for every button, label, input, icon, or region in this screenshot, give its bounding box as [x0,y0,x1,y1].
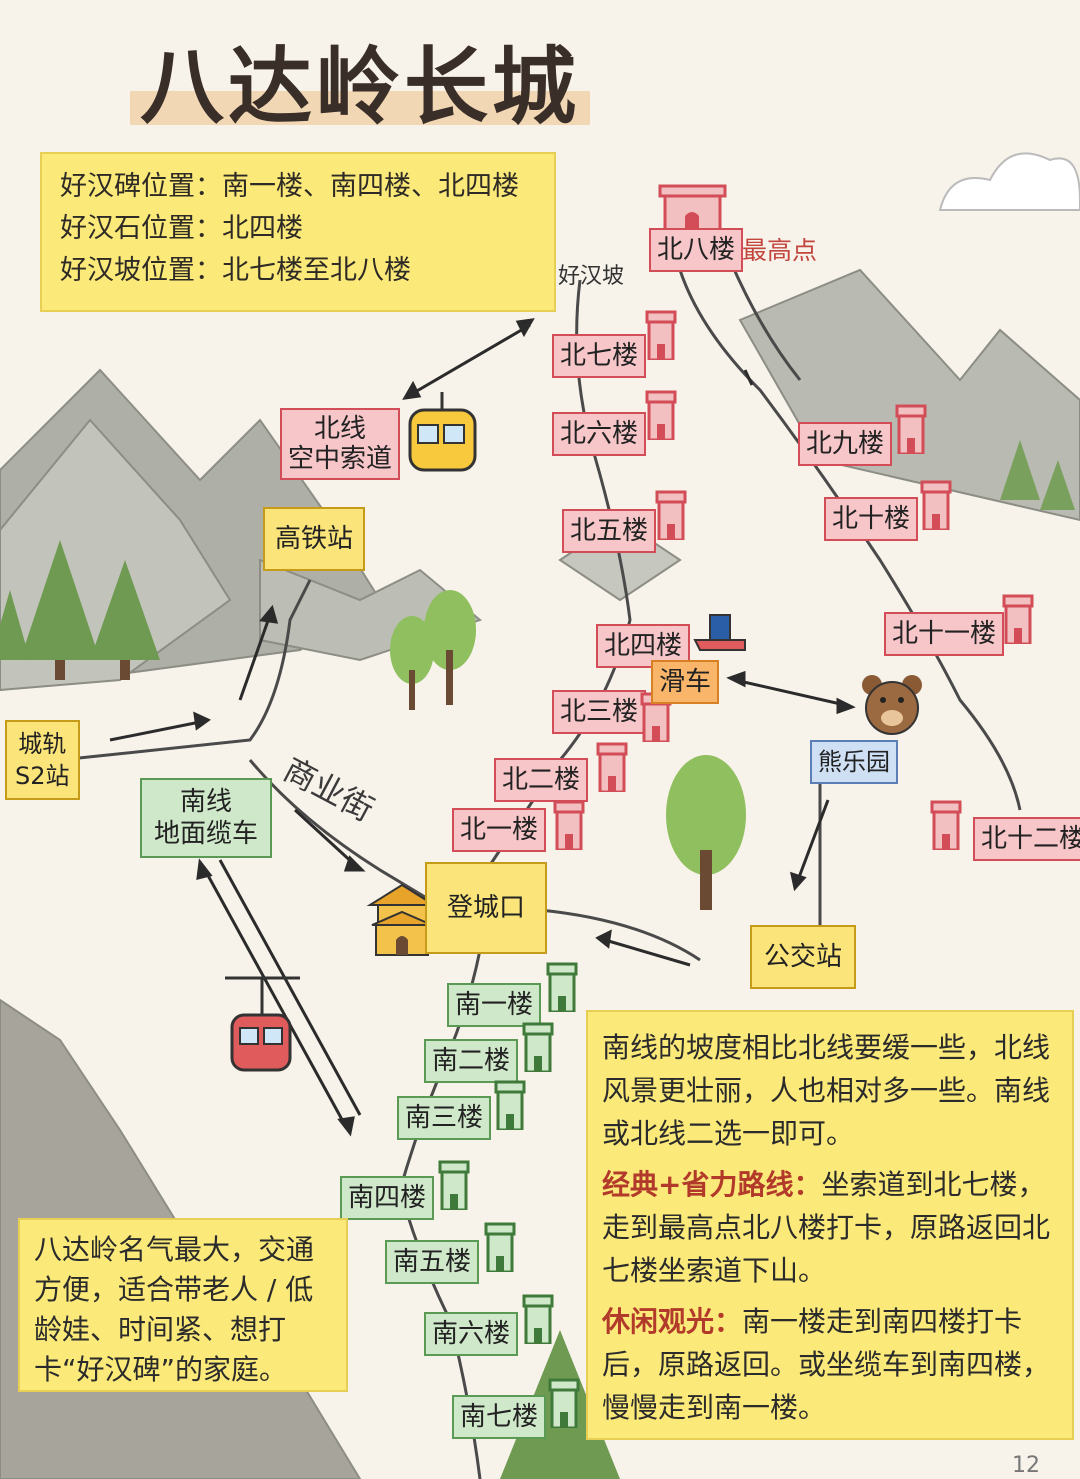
map-title: 八达岭长城 [130,45,591,129]
tower-north-2[interactable]: 北二楼 [494,758,589,802]
tower-south-5[interactable]: 南五楼 [385,1240,480,1284]
highest-tower-icon [658,184,727,233]
south-tower-icon [522,1022,554,1072]
leisure-route: 休闲观光：南一楼走到南四楼打卡后，原路返回。或坐缆车到南四楼，慢慢走到南一楼。 [602,1300,1058,1429]
entrance-label[interactable]: 登城口 [425,862,548,954]
classic-route: 经典+省力路线：坐索道到北七楼，走到最高点北八楼打卡，原路返回北七楼坐索道下山。 [602,1163,1058,1292]
tower-north-7[interactable]: 北七楼 [552,334,647,378]
tower-north-8[interactable]: 北八楼 [649,228,744,272]
tower-north-9[interactable]: 北九楼 [798,422,893,466]
highest-point-label: 最高点 [742,236,818,265]
s2-rail-station[interactable]: 城轨 S2站 [5,720,80,800]
bear-park-label[interactable]: 熊乐园 [810,740,898,784]
entrance-gate-icon [366,883,438,956]
north-tower-icon [655,490,687,540]
gondola-south [225,976,300,1072]
tower-south-2[interactable]: 南二楼 [424,1039,519,1083]
sled-icon [693,614,746,651]
bus-station-label[interactable]: 公交站 [750,925,857,989]
south-tower-icon [484,1222,516,1272]
cloud [938,152,1080,211]
arrows [109,318,856,1137]
family-note-box: 八达岭名气最大，交通方便，适合带老人 / 低龄娃、时间紧、想打卡“好汉碑”的家庭… [18,1218,348,1392]
info-line-stone: 好汉石位置：北四楼 [60,213,303,244]
north-tower-icon [553,800,585,850]
tower-north-5[interactable]: 北五楼 [562,509,657,553]
comparison-text: 南线的坡度相比北线要缓一些，北线风景更壮丽，人也相对多一些。南线或北线二选一即可… [602,1031,1051,1150]
south-tower-icon [494,1080,526,1130]
leisure-route-title: 休闲观光： [602,1305,743,1338]
route-description-box: 南线的坡度相比北线要缓一些，北线风景更壮丽，人也相对多一些。南线或北线二选一即可… [586,1010,1074,1440]
classic-route-title: 经典+省力路线： [602,1168,822,1201]
gondola-north [408,392,477,472]
north-tower-icon [895,404,927,454]
tower-north-6[interactable]: 北六楼 [552,412,647,456]
info-line-stele: 好汉碑位置：南一楼、南四楼、北四楼 [60,171,519,202]
page-number: 12 [1012,1453,1040,1478]
slide-label[interactable]: 滑车 [651,660,720,704]
tower-south-3[interactable]: 南三楼 [397,1096,492,1140]
haohan-info-box: 好汉碑位置：南一楼、南四楼、北四楼 好汉石位置：北四楼 好汉坡位置：北七楼至北八… [40,152,556,312]
tower-north-11[interactable]: 北十一楼 [884,612,1005,656]
leisure-route-text: 南一楼走到南四楼打卡后，原路返回。或坐缆车到南四楼，慢慢走到南一楼。 [602,1305,1051,1424]
south-tower-icon [546,962,578,1012]
tower-north-12[interactable]: 北十二楼 [973,817,1080,861]
tower-south-1[interactable]: 南一楼 [447,983,542,1027]
north-tower-icon [645,390,677,440]
tower-north-1[interactable]: 北一楼 [452,808,547,852]
north-tower-icon [645,310,677,360]
info-line-slope: 好汉坡位置：北七楼至北八楼 [60,255,411,286]
classic-route-text: 坐索道到北七楼，走到最高点北八楼打卡，原路返回北七楼坐索道下山。 [602,1168,1051,1287]
north-tower-icon [1002,594,1034,644]
north-cableway-label[interactable]: 北线 空中索道 [280,408,401,480]
tower-north-10[interactable]: 北十楼 [824,497,919,541]
haohan-slope-label: 好汉坡 [558,264,625,289]
tower-south-7[interactable]: 南七楼 [452,1395,547,1439]
north-tower-icon [596,742,628,792]
south-cable-car-label[interactable]: 南线 地面缆车 [140,778,273,858]
tower-south-6[interactable]: 南六楼 [424,1312,519,1356]
north-tower-icon [930,800,962,850]
south-tower-icon [548,1378,580,1428]
bear-icon [862,675,922,735]
south-tower-icon [522,1294,554,1344]
tower-south-4[interactable]: 南四楼 [340,1176,435,1220]
north-tower-icon [920,480,952,530]
tower-north-3[interactable]: 北三楼 [552,690,647,734]
high-speed-rail-station[interactable]: 高铁站 [263,507,366,571]
south-tower-icon [438,1160,470,1210]
